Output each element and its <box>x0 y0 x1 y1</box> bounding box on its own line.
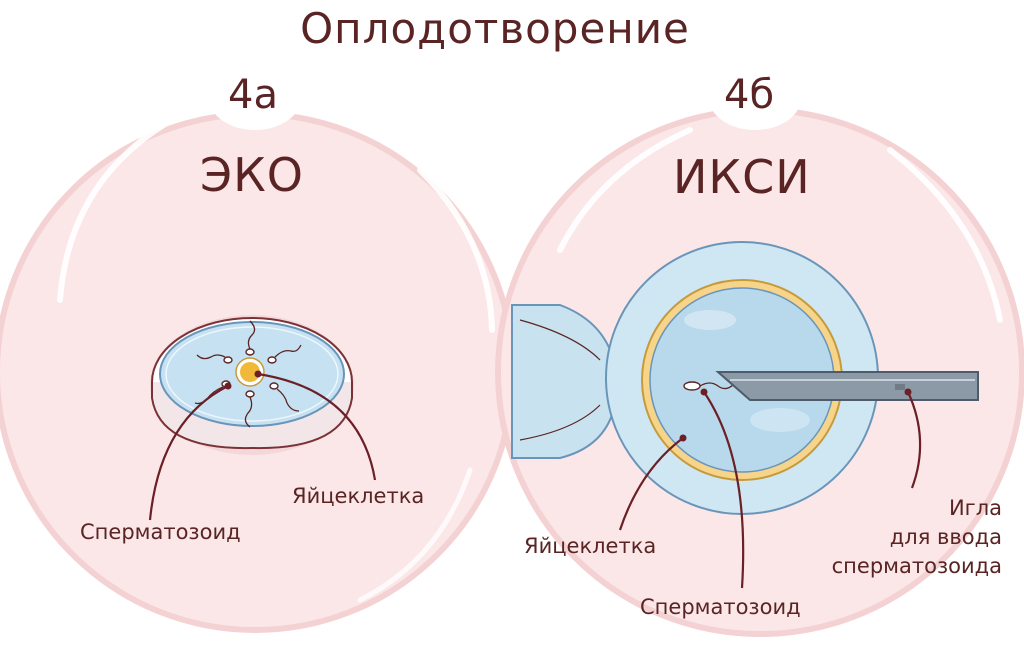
holding-pipette <box>511 304 613 459</box>
eko-leader-lines <box>148 370 377 521</box>
petri-dish <box>150 315 354 455</box>
eko-sperm-label: Сперматозоид <box>80 520 241 544</box>
eko-egg-label: Яйцеклетка <box>292 484 425 508</box>
badge-bubble-4a <box>209 66 301 130</box>
badge-4a: 4а <box>228 72 278 118</box>
needle-label-line3: сперматозоида <box>831 554 1002 578</box>
iksi-egg-label: Яйцеклетка <box>524 534 657 558</box>
method-iksi: ИКСИ <box>673 150 811 204</box>
method-eko: ЭКО <box>200 148 304 202</box>
iksi-needle-label: Игла для ввода сперматозоида <box>810 494 1002 581</box>
iksi-sperm-label: Сперматозоид <box>640 595 801 619</box>
iksi-leader-lines <box>618 388 922 589</box>
badge-bubble-4b <box>709 66 801 130</box>
needle-label-line1: Игла <box>948 496 1002 520</box>
badge-4b: 4б <box>724 72 775 118</box>
diagram-title: Оплодотворение <box>300 4 690 53</box>
injection-needle <box>715 371 979 401</box>
needle-label-line2: для ввода <box>889 525 1002 549</box>
